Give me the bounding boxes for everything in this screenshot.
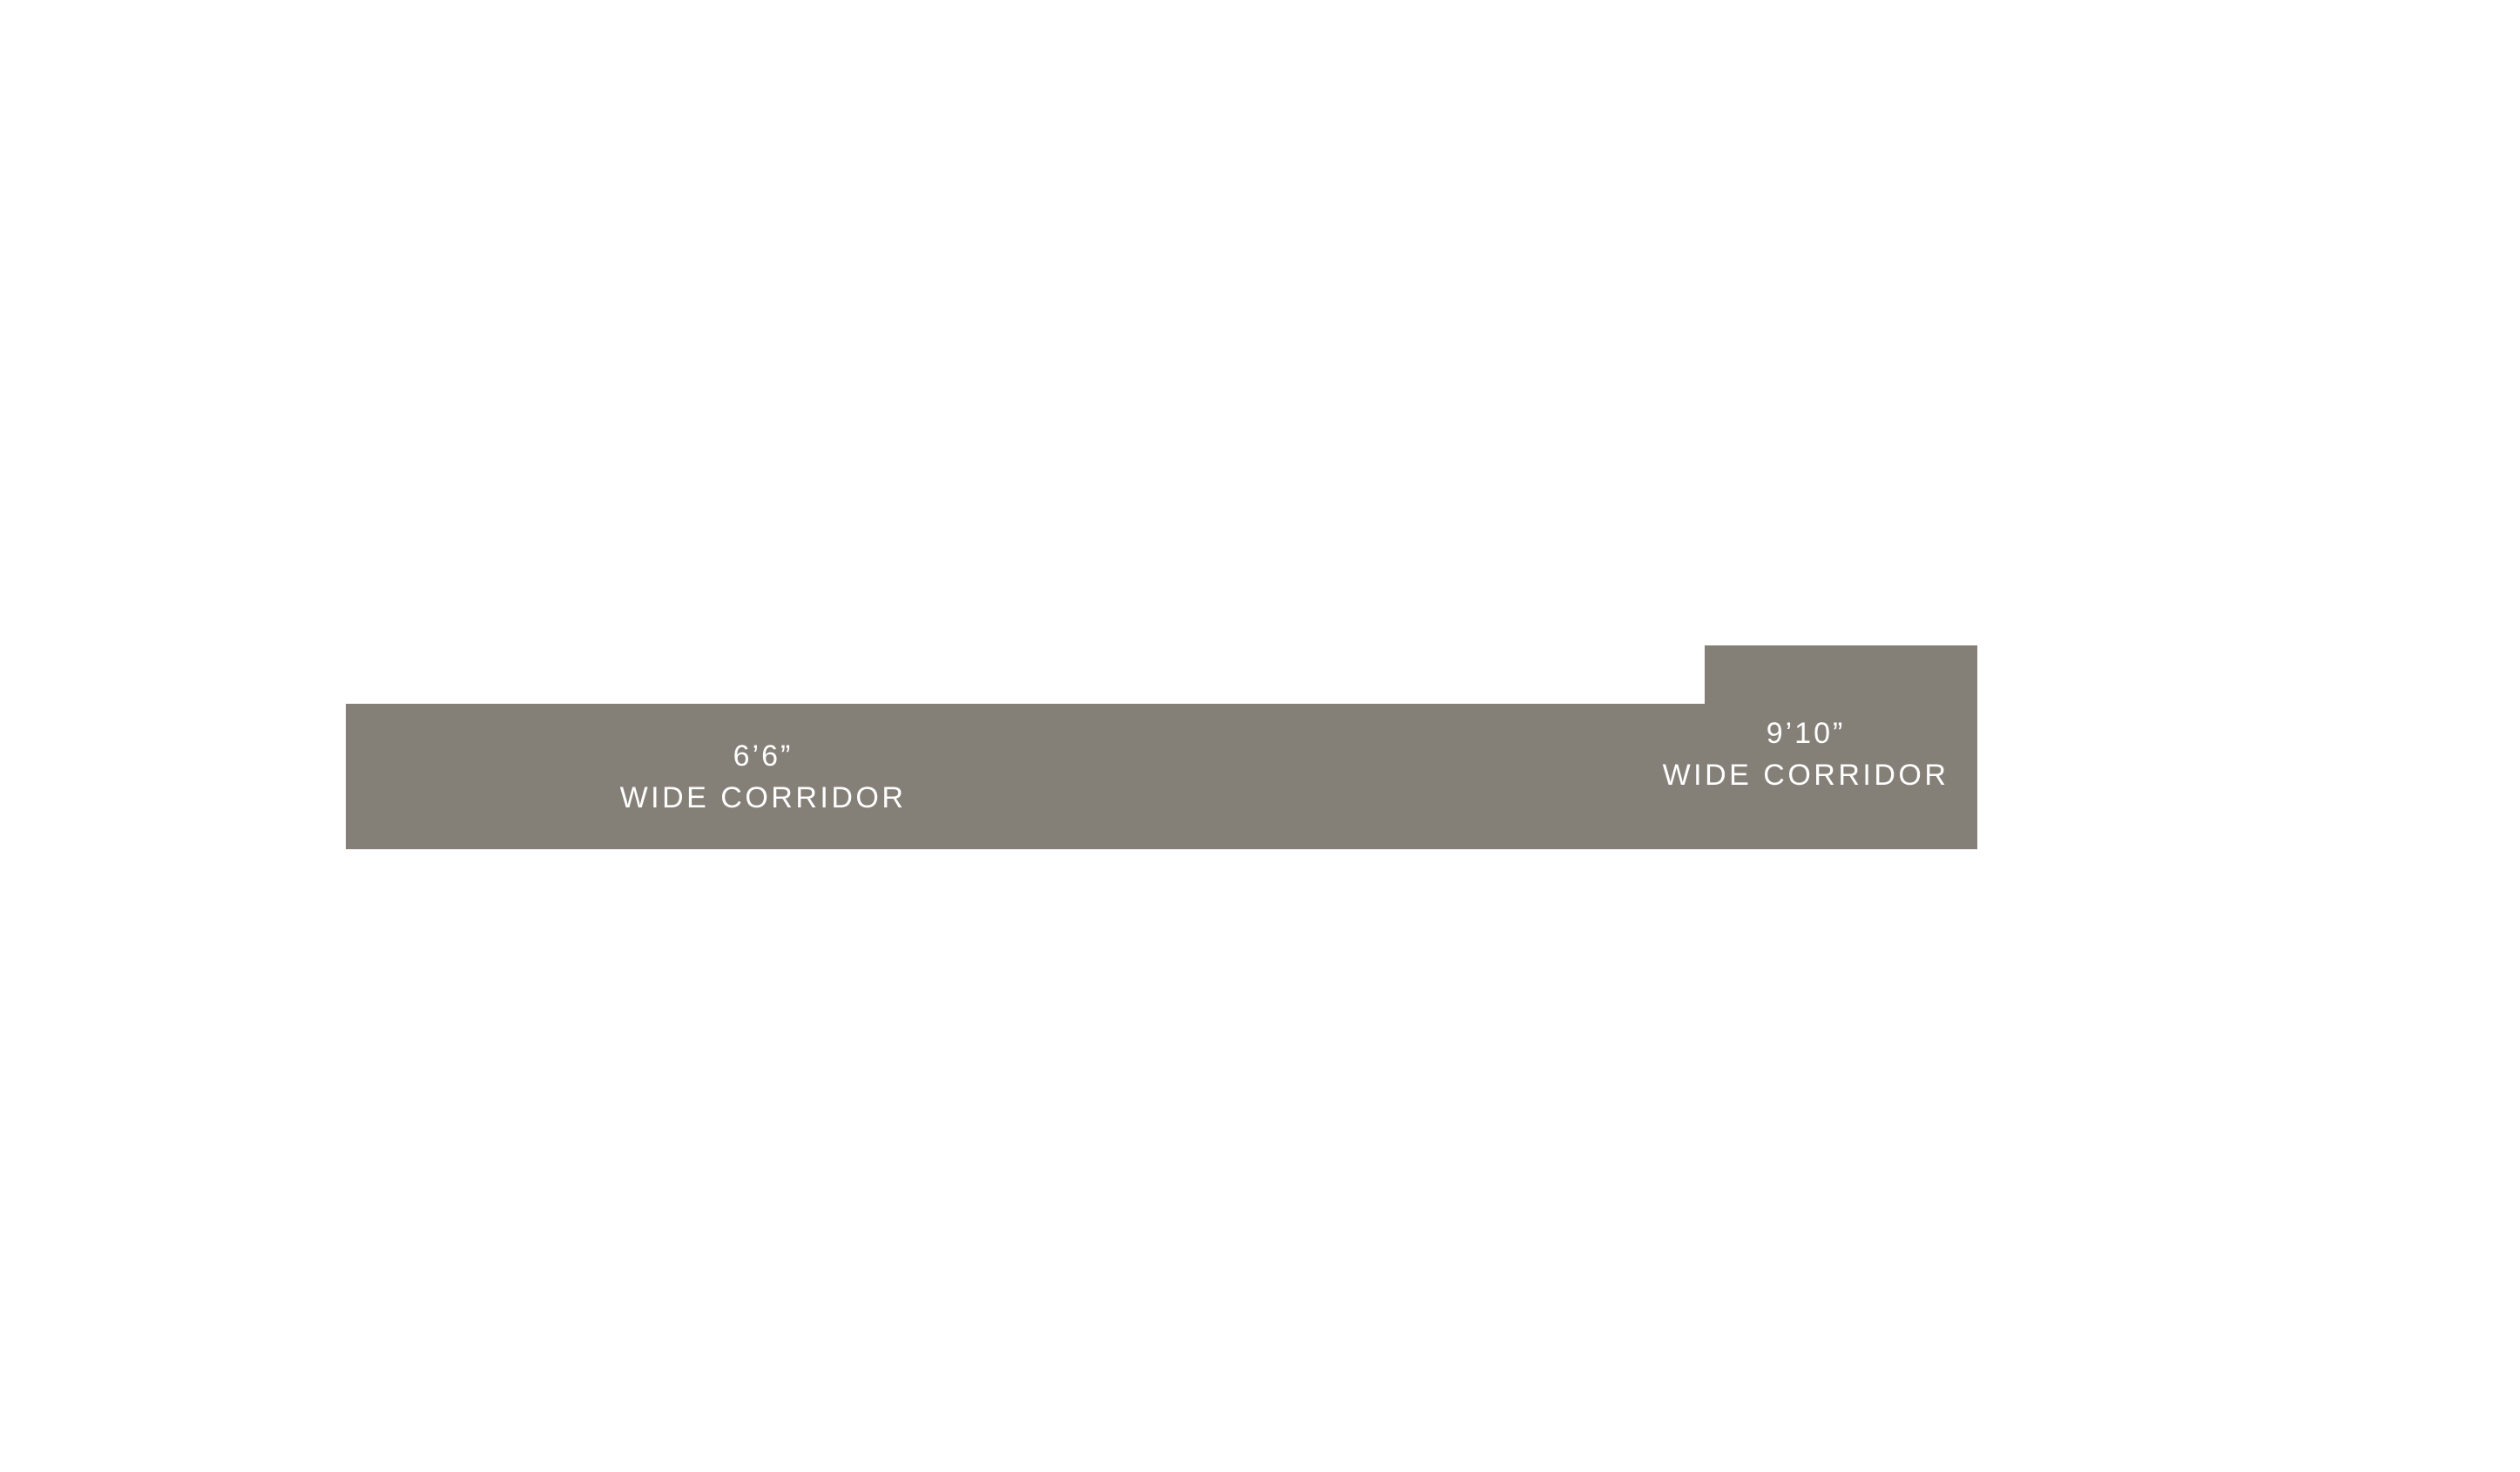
- right-corridor-label: 9’10” WIDE CORRIDOR: [1663, 712, 1949, 796]
- left-corridor-label: 6’6” WIDE CORRIDOR: [620, 735, 907, 819]
- left-corridor-width-text: 6’6”: [733, 739, 794, 773]
- left-corridor-name-text: WIDE CORRIDOR: [619, 781, 907, 814]
- right-corridor-width-text: 9’10”: [1766, 717, 1846, 750]
- right-corridor-name-text: WIDE CORRIDOR: [1662, 759, 1949, 792]
- corridor-right-segment: [1705, 645, 1977, 849]
